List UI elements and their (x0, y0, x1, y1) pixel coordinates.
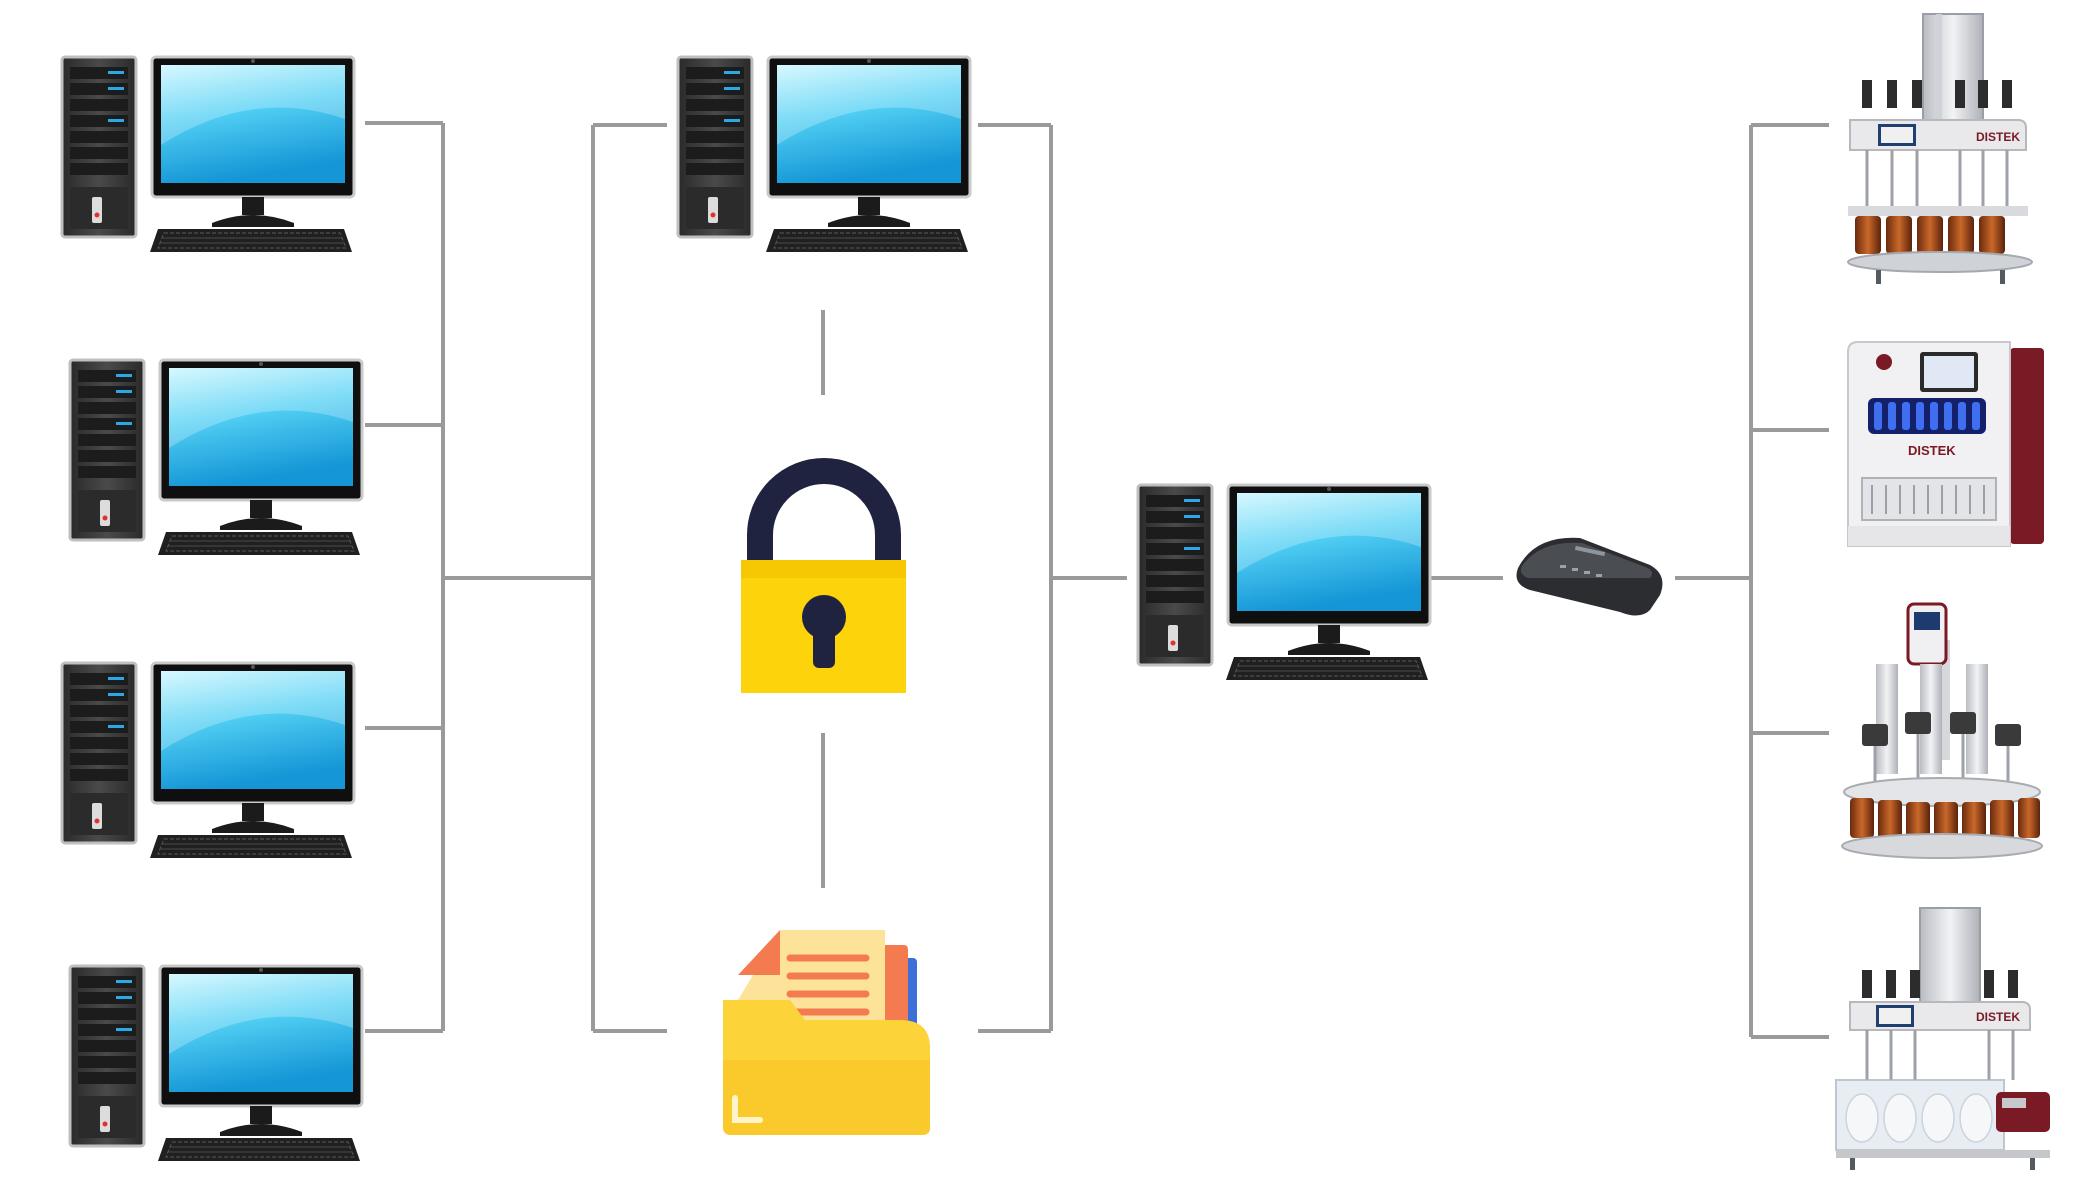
controller-workstation[interactable] (1136, 483, 1432, 682)
network-switch-icon (1516, 537, 1663, 616)
data-folder[interactable] (723, 930, 930, 1135)
desktop-computer-icon (676, 55, 972, 254)
desktop-computer-icon (68, 964, 364, 1163)
security-lock[interactable] (741, 458, 906, 693)
dissolution-instrument-2[interactable]: DISTEK (1847, 341, 2044, 547)
client-workstation-1[interactable] (60, 55, 356, 254)
instrument-logo: DISTEK (1976, 1010, 2020, 1024)
client-workstation-4[interactable] (68, 964, 364, 1163)
desktop-computer-icon (68, 358, 364, 557)
dissolution-tester-icon: DISTEK (1847, 341, 2044, 547)
dissolution-instrument-4[interactable]: DISTEK (1835, 907, 2050, 1170)
client-workstation-2[interactable] (68, 358, 364, 557)
desktop-computer-icon (60, 55, 356, 254)
network-hub[interactable] (1516, 537, 1663, 616)
padlock-icon (741, 458, 906, 693)
instrument-logo: DISTEK (1908, 443, 1956, 458)
client-workstation-3[interactable] (60, 661, 356, 860)
server-workstation[interactable] (676, 55, 972, 254)
desktop-computer-icon (60, 661, 356, 860)
dissolution-tester-icon: DISTEK (1835, 907, 2050, 1170)
dissolution-instrument-3[interactable] (1841, 602, 2043, 859)
dissolution-tester-icon (1841, 602, 2043, 859)
desktop-computer-icon (1136, 483, 1432, 682)
document-folder-icon (723, 930, 930, 1135)
connector-lines (365, 121, 1829, 1039)
dissolution-tester-icon: DISTEK (1847, 13, 2033, 284)
dissolution-instrument-1[interactable]: DISTEK (1847, 13, 2033, 284)
instrument-logo: DISTEK (1976, 130, 2020, 144)
